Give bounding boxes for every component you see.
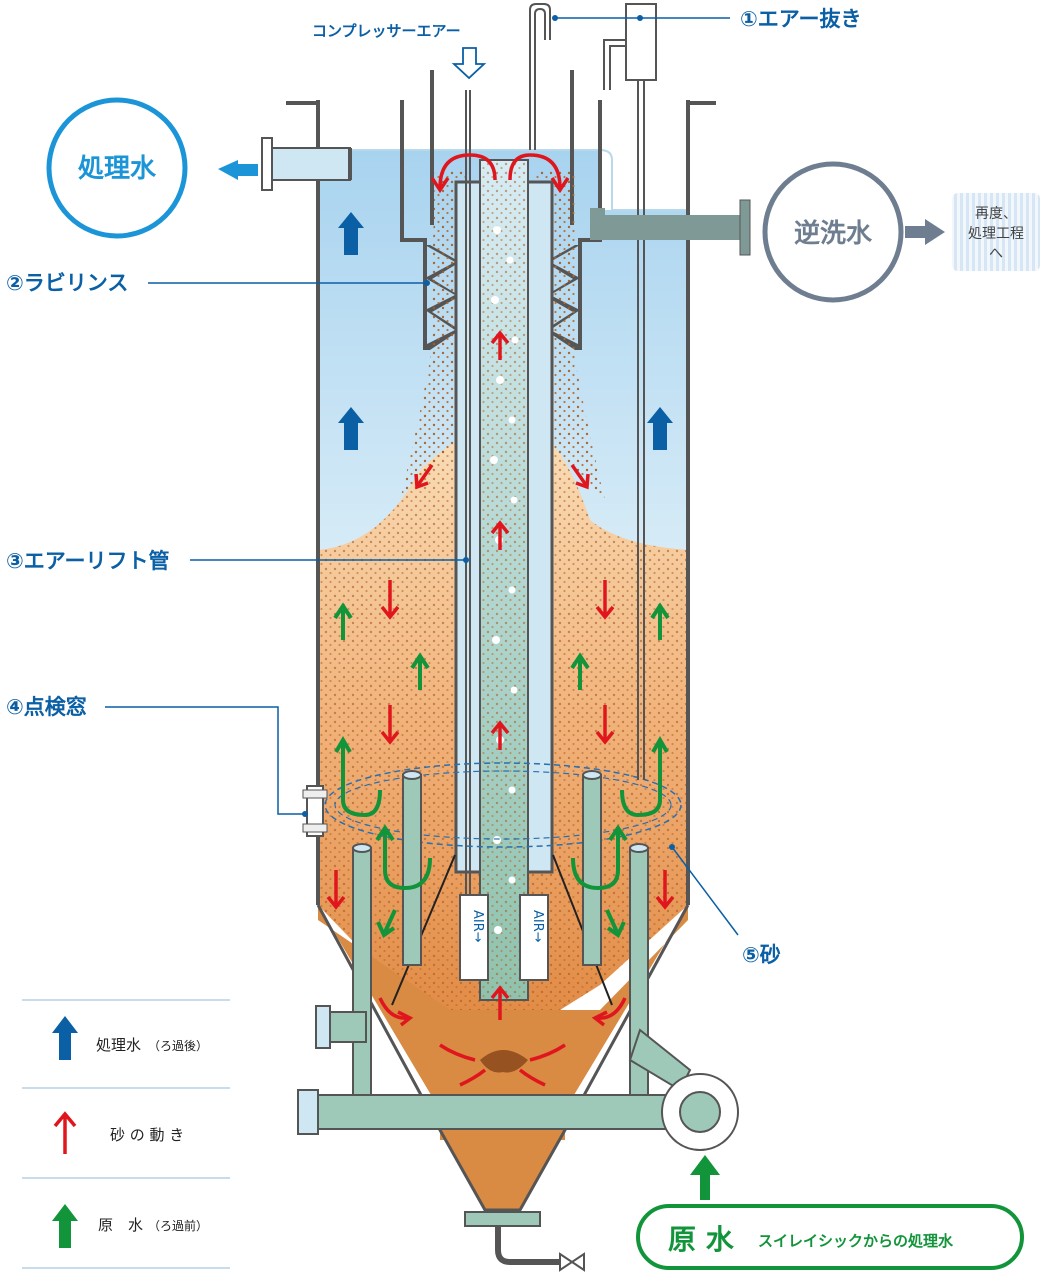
treated-outlet-pipe <box>261 137 352 191</box>
distribution-ring <box>324 762 682 848</box>
compressor-air-arrow <box>451 47 487 80</box>
legend-label-treated: 処理水 <box>96 1036 141 1054</box>
inlet-manifold <box>297 1005 739 1151</box>
air-box-right <box>519 894 549 981</box>
air-tag-right: AIR→ <box>530 910 545 943</box>
backwash-circle <box>762 161 904 303</box>
label-air-lift-pipe: ③エアーリフト管 <box>6 549 170 573</box>
backwash-label: 逆洗水 <box>794 218 873 249</box>
bottom-drain <box>464 1211 585 1272</box>
reprocess-box <box>952 193 1040 271</box>
treated-water-arrows <box>218 160 673 450</box>
inspection-window[interactable] <box>302 785 328 837</box>
air-bubbles <box>490 226 519 934</box>
raw-water-inlet-arrow <box>690 1155 720 1200</box>
label-sand: ⑤砂 <box>742 943 781 967</box>
treated-water-circle <box>46 97 188 239</box>
legend-label-sand: 砂 の 動 き <box>110 1126 184 1144</box>
legend-note-treated: （ろ過後） <box>148 1039 208 1053</box>
legend-arrow-raw <box>52 1204 78 1248</box>
raw-water-pill <box>636 1204 1024 1270</box>
sand-movement-arrows <box>326 153 675 1087</box>
air-tag-left: AIR→ <box>470 910 485 943</box>
legend: 処理水 （ろ過後） 砂 の 動 き 原 水 （ろ過前） <box>22 999 230 1269</box>
raw-water-arrows <box>333 602 670 939</box>
label-compressor-air: コンプレッサーエアー <box>312 22 461 40</box>
raw-water-label: 原 水 <box>668 1223 735 1256</box>
reprocess-line3: へ <box>989 246 1003 262</box>
legend-label-raw: 原 水 <box>98 1216 143 1234</box>
legend-arrow-sand <box>53 1111 77 1154</box>
label-labyrinth: ②ラビリンス <box>6 271 128 295</box>
leader-dots <box>302 15 675 850</box>
backwash-pipe <box>590 208 740 240</box>
legend-arrow-treated <box>52 1016 78 1060</box>
label-inspection-window: ④点検窓 <box>6 695 87 719</box>
treated-water-label: 処理水 <box>78 154 157 184</box>
label-air-vent: ①エアー抜き <box>740 7 862 31</box>
tank-cone <box>318 905 688 1140</box>
reprocess-line1: 再度、 <box>975 206 1017 222</box>
air-box-left <box>459 894 489 981</box>
legend-note-raw: （ろ過前） <box>148 1218 208 1233</box>
backwash-arrow <box>905 219 945 245</box>
raw-water-sublabel: スイレイシックからの処理水 <box>758 1232 954 1250</box>
reprocess-line2: 処理工程 <box>968 226 1024 242</box>
